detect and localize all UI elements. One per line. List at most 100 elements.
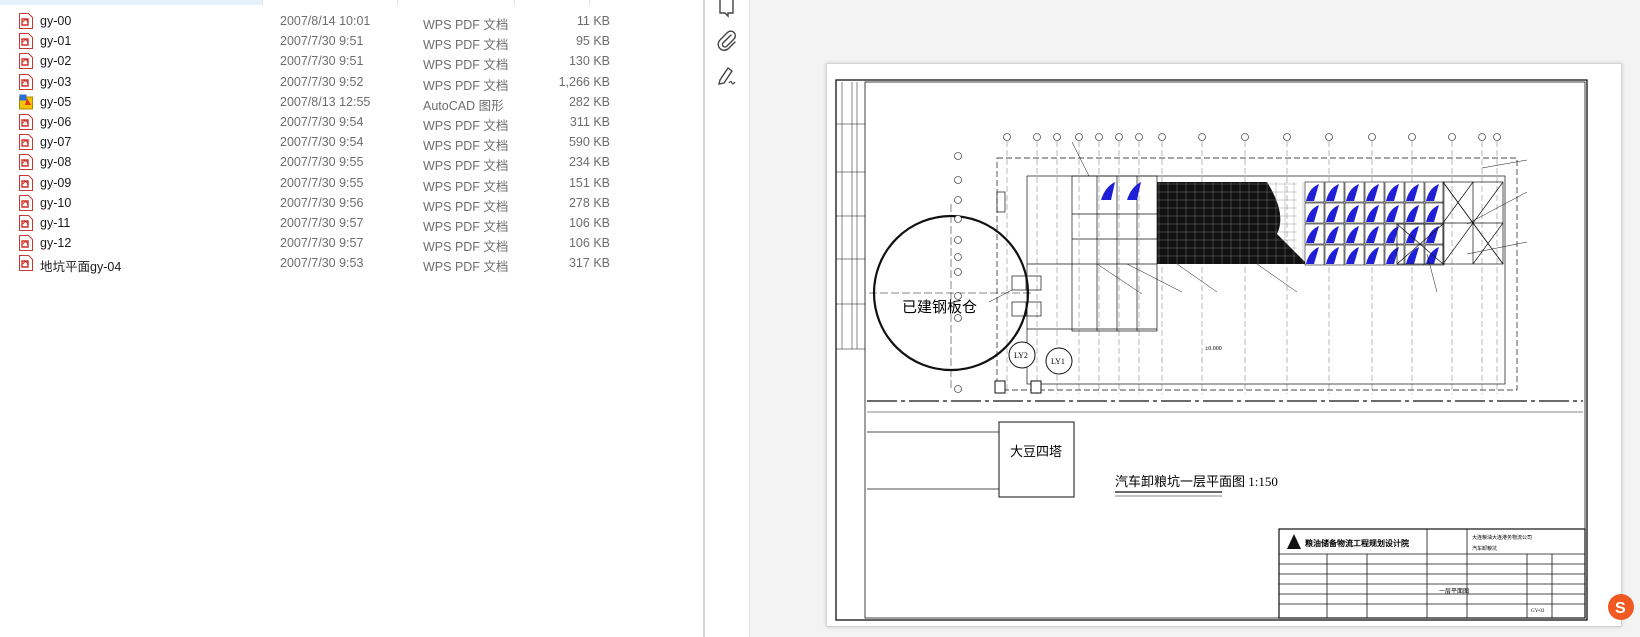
- file-date: 2007/7/30 9:52: [280, 74, 364, 89]
- file-size: 1,266 KB: [558, 74, 610, 89]
- file-name: gy-02: [40, 54, 72, 69]
- file-row[interactable]: gy-02 2007/7/30 9:51 WPS PDF 文档 130 KB: [0, 51, 640, 72]
- titleblock-number: GY-03: [1531, 609, 1545, 614]
- file-type: WPS PDF 文档: [423, 139, 509, 154]
- sogou-ime-icon[interactable]: S: [1606, 592, 1636, 622]
- file-size: 278 KB: [568, 195, 610, 210]
- file-size: 282 KB: [568, 94, 610, 109]
- file-name: gy-08: [40, 155, 72, 170]
- file-size: 106 KB: [568, 236, 610, 251]
- file-name: 地坑平面gy-04: [40, 260, 122, 275]
- file-name: gy-11: [40, 216, 71, 230]
- titleblock-sheet: 一层平面图: [1439, 588, 1469, 595]
- file-date: 2007/7/30 9:56: [280, 195, 364, 210]
- sign-icon[interactable]: [716, 64, 738, 86]
- comment-icon[interactable]: [716, 0, 738, 22]
- file-size: 234 KB: [568, 155, 610, 170]
- file-date: 2007/7/30 9:54: [280, 115, 364, 129]
- file-size: 151 KB: [568, 175, 610, 190]
- file-name: gy-01: [40, 34, 72, 49]
- file-row[interactable]: gy-05 2007/8/13 12:55 AutoCAD 图形 282 KB: [0, 92, 640, 113]
- pdf-file-icon: [19, 114, 33, 130]
- pdf-file-icon: [19, 194, 33, 211]
- silo-label: 已建钢板仓: [902, 298, 977, 316]
- file-row[interactable]: 地坑平面gy-04 2007/7/30 9:53 WPS PDF 文档 317 KB: [0, 253, 640, 274]
- file-size: 590 KB: [568, 135, 610, 150]
- pane-splitter[interactable]: [703, 0, 705, 637]
- file-date: 2007/7/30 9:51: [280, 54, 364, 69]
- file-size: 95 KB: [575, 34, 610, 49]
- file-size: 11 KB: [576, 14, 610, 28]
- file-size: 106 KB: [568, 216, 610, 230]
- file-date: 2007/7/30 9:57: [280, 216, 364, 230]
- end-bays: [1396, 181, 1504, 265]
- pdf-file-icon: [19, 13, 33, 29]
- file-type: WPS PDF 文档: [423, 58, 509, 73]
- file-row[interactable]: gy-10 2007/7/30 9:56 WPS PDF 文档 278 KB: [0, 193, 640, 214]
- file-name: gy-10: [40, 195, 72, 210]
- pdf-file-icon: [19, 53, 33, 70]
- file-size: 130 KB: [568, 54, 610, 69]
- margin-strip: [836, 82, 865, 350]
- drawing-frame: [835, 79, 1588, 621]
- svg-text:S: S: [1615, 600, 1626, 617]
- file-date: 2007/7/30 9:51: [280, 34, 364, 49]
- pdf-page: 已建钢板仓: [826, 63, 1622, 627]
- pit-grid: [1157, 182, 1307, 264]
- file-name: gy-06: [40, 115, 72, 129]
- attachment-icon[interactable]: [716, 30, 738, 52]
- file-size: 317 KB: [568, 256, 610, 271]
- file-type: WPS PDF 文档: [423, 179, 509, 194]
- pdf-file-icon: [19, 255, 33, 272]
- file-type: WPS PDF 文档: [423, 38, 509, 53]
- tank-label-ly2: LY2: [1014, 351, 1028, 360]
- file-name: gy-03: [40, 74, 72, 89]
- file-type: WPS PDF 文档: [423, 119, 509, 133]
- file-name: gy-05: [40, 94, 72, 109]
- file-name: gy-09: [40, 175, 72, 190]
- plan-title: 汽车卸粮坑一层平面图 1:150: [1115, 474, 1278, 489]
- tower-label: 大豆四塔: [1010, 444, 1062, 459]
- file-date: 2007/7/30 9:57: [280, 236, 364, 251]
- file-type: AutoCAD 图形: [423, 98, 504, 113]
- file-type: WPS PDF 文档: [423, 199, 509, 214]
- file-row[interactable]: gy-01 2007/7/30 9:51 WPS PDF 文档 95 KB: [0, 31, 640, 52]
- file-name: gy-00: [40, 14, 72, 28]
- file-type: WPS PDF 文档: [423, 260, 509, 275]
- file-type: WPS PDF 文档: [423, 18, 509, 32]
- titleblock-designer: 粮油储备物流工程规划设计院: [1305, 538, 1409, 548]
- tower-block: [998, 421, 1075, 498]
- title-block: [1278, 528, 1586, 619]
- callout-leaders: [988, 141, 1528, 303]
- pdf-file-icon: [19, 73, 33, 90]
- tanks: [994, 341, 1073, 394]
- grid-axis-markers-left: [954, 152, 962, 393]
- file-row[interactable]: gy-12 2007/7/30 9:57 WPS PDF 文档 106 KB: [0, 233, 640, 254]
- file-type: WPS PDF 文档: [423, 240, 509, 255]
- pdf-file-icon: [19, 154, 33, 171]
- equipment-blocks: [996, 191, 1042, 317]
- pdf-file-icon: [19, 174, 33, 191]
- titleblock-owner: 大连粮油大连港务物流公司: [1472, 534, 1532, 541]
- selected-row-highlight: [0, 0, 262, 5]
- pdf-file-icon: [19, 215, 33, 231]
- file-row[interactable]: gy-06 2007/7/30 9:54 WPS PDF 文档 311 KB: [0, 112, 640, 133]
- pdf-file-icon: [19, 235, 33, 252]
- file-size: 311 KB: [569, 115, 610, 129]
- file-name: gy-07: [40, 135, 72, 150]
- pdf-file-icon: [19, 134, 33, 151]
- file-date: 2007/7/30 9:55: [280, 175, 364, 190]
- pdf-file-icon: [19, 33, 33, 50]
- file-row[interactable]: gy-09 2007/7/30 9:55 WPS PDF 文档 151 KB: [0, 173, 640, 194]
- file-name: gy-12: [40, 236, 72, 251]
- file-row[interactable]: gy-03 2007/7/30 9:52 WPS PDF 文档 1,266 KB: [0, 72, 640, 93]
- file-type: WPS PDF 文档: [423, 78, 509, 93]
- file-date: 2007/8/13 12:55: [280, 94, 371, 109]
- file-date: 2007/7/30 9:53: [280, 256, 364, 271]
- cad-drawing: 已建钢板仓: [835, 79, 1588, 621]
